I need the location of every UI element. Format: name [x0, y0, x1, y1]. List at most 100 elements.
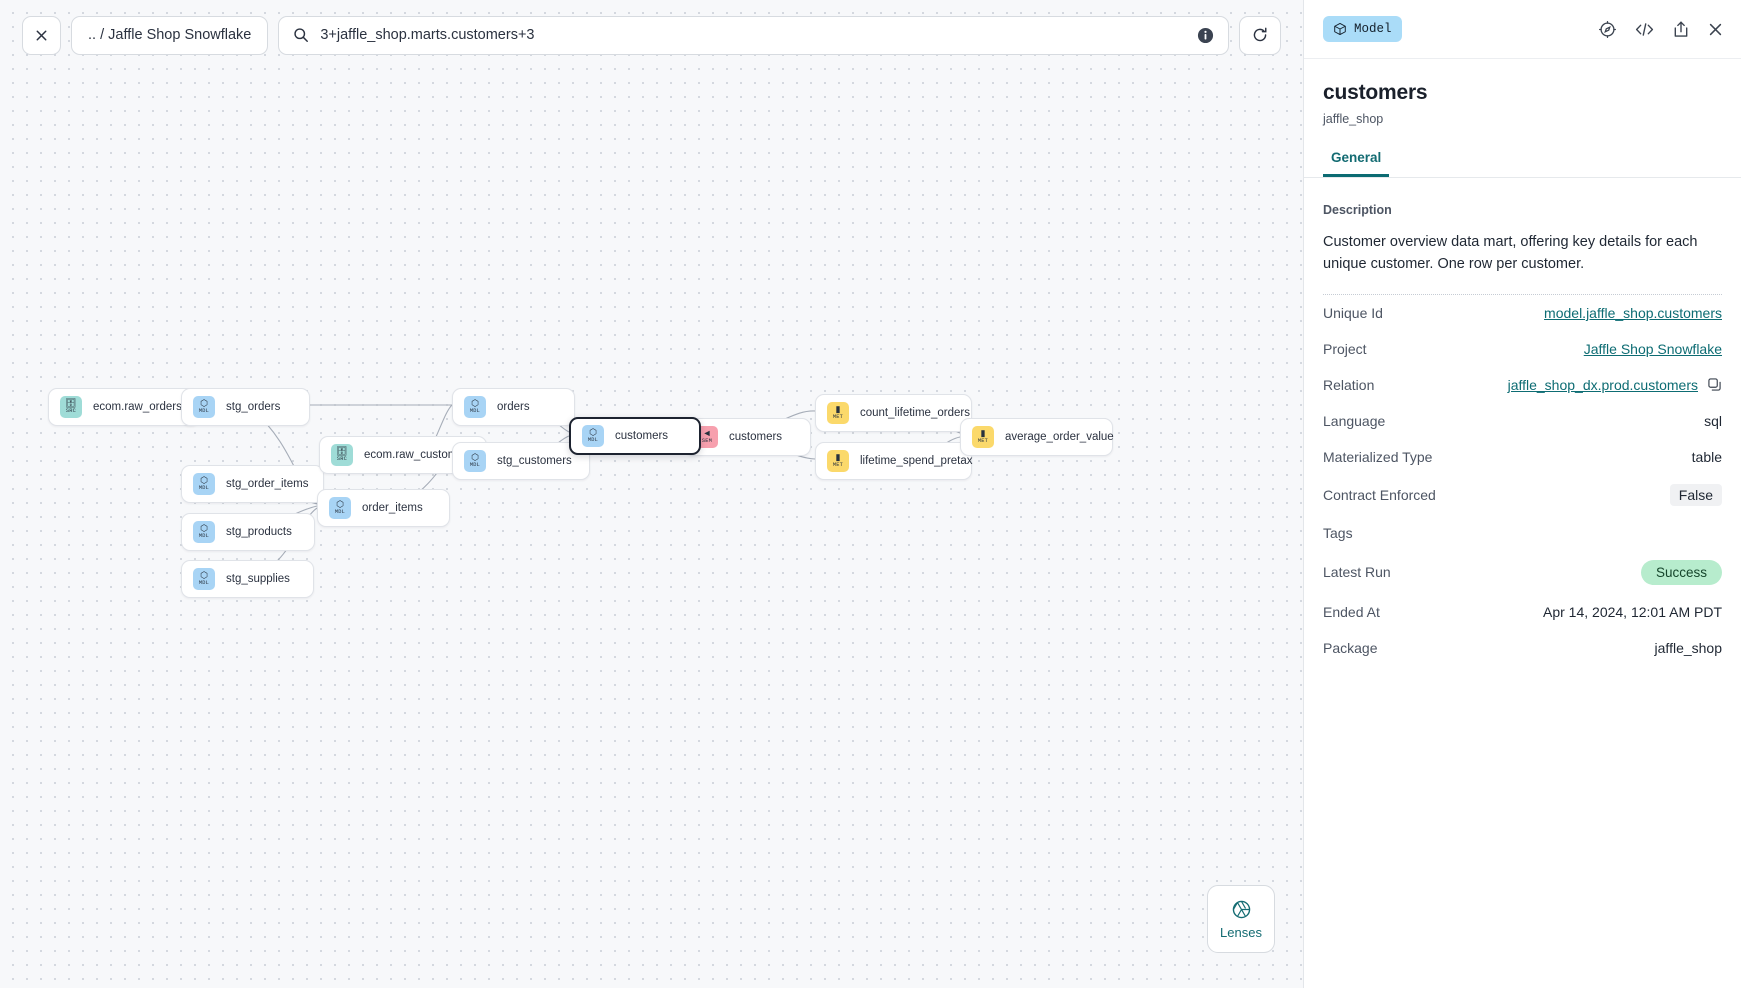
lineage-search[interactable]: 3+jaffle_shop.marts.customers+3: [278, 15, 1229, 55]
details-panel-header: Model: [1304, 0, 1741, 59]
met-badge-icon: ▮MET: [972, 426, 994, 448]
mdl-badge-icon: ⬡MDL: [582, 425, 604, 447]
field-value: False: [1669, 483, 1722, 506]
panel-tabs: General: [1304, 150, 1741, 178]
divider: [1323, 293, 1722, 295]
cube-icon: [1334, 22, 1346, 36]
lineage-node-label: count_lifetime_orders: [860, 407, 970, 419]
field-key: Latest Run: [1323, 564, 1391, 581]
lineage-node-label: ecom.raw_customers: [364, 449, 474, 461]
field-row: Unique Id model.jaffle_shop.customers: [1323, 295, 1722, 331]
aperture-icon: [1232, 900, 1250, 918]
mdl-badge-icon: ⬡MDL: [193, 521, 215, 543]
details-panel: Model: [1303, 0, 1741, 988]
refresh-icon: [1253, 27, 1267, 42]
mdl-badge-icon: ⬡MDL: [464, 450, 486, 472]
field-row: Contract Enforced False: [1323, 475, 1722, 515]
tab-general[interactable]: General: [1323, 150, 1390, 177]
panel-subtitle: jaffle_shop: [1323, 112, 1384, 126]
close-icon: [36, 30, 47, 40]
search-input[interactable]: 3+jaffle_shop.marts.customers+3: [320, 27, 535, 43]
panel-body: Description Customer overview data mart,…: [1304, 178, 1741, 988]
lineage-node-stg_products[interactable]: ⬡MDL stg_products: [181, 513, 315, 551]
description-text: Customer overview data mart, offering ke…: [1323, 234, 1698, 273]
field-key: Language: [1323, 412, 1386, 429]
share-icon[interactable]: [1672, 20, 1690, 39]
lineage-node-stg_customers[interactable]: ⬡MDL stg_customers: [452, 442, 590, 480]
field-row: Project Jaffle Shop Snowflake: [1323, 331, 1722, 367]
mdl-badge-icon: ⬡MDL: [193, 396, 215, 418]
breadcrumb-label: .. / Jaffle Shop Snowflake: [88, 27, 252, 43]
field-row: Language sql: [1323, 403, 1722, 439]
code-icon[interactable]: [1634, 20, 1655, 39]
lineage-node-label: stg_products: [226, 526, 292, 538]
lineage-node-label: customers: [615, 430, 669, 442]
close-graph-button[interactable]: [22, 15, 61, 55]
refresh-button[interactable]: [1239, 15, 1281, 55]
lineage-node-stg_order_items[interactable]: ⬡MDL stg_order_items: [181, 465, 324, 503]
lineage-node-label: stg_order_items: [226, 478, 309, 490]
lenses-label: Lenses: [1220, 924, 1262, 940]
lineage-toolbar: .. / Jaffle Shop Snowflake 3+jaffle_shop…: [0, 0, 1303, 70]
lenses-button[interactable]: Lenses: [1207, 885, 1275, 953]
breadcrumb[interactable]: .. / Jaffle Shop Snowflake: [71, 15, 269, 55]
compass-icon[interactable]: [1598, 20, 1617, 39]
panel-action-group: [1598, 20, 1724, 39]
src-badge-icon: 🗄SRC: [60, 396, 82, 418]
field-key: Unique Id: [1323, 304, 1383, 321]
resource-type-chip[interactable]: Model: [1323, 16, 1402, 42]
lineage-node-label: order_items: [362, 502, 423, 514]
field-key: Project: [1323, 340, 1367, 357]
field-key: Package: [1323, 639, 1378, 656]
field-value-link[interactable]: Jaffle Shop Snowflake: [1583, 340, 1722, 357]
close-panel-icon[interactable]: [1707, 21, 1724, 38]
page-title: customers: [1323, 81, 1428, 104]
lineage-node-label: lifetime_spend_pretax: [860, 455, 973, 467]
lineage-node-order_items[interactable]: ⬡MDL order_items: [317, 489, 450, 527]
mdl-badge-icon: ⬡MDL: [193, 473, 215, 495]
field-key: Tags: [1323, 524, 1353, 541]
resource-type-label: Model: [1354, 22, 1392, 36]
description-label: Description: [1323, 203, 1392, 217]
field-value: jaffle_shop: [1654, 639, 1722, 656]
mdl-badge-icon: ⬡MDL: [329, 497, 351, 519]
copy-icon[interactable]: [1707, 377, 1722, 392]
field-value-link[interactable]: model.jaffle_shop.customers: [1544, 304, 1722, 321]
panel-title-block: customers jaffle_shop: [1304, 59, 1741, 126]
src-badge-icon: 🗄SRC: [331, 444, 353, 466]
field-value: table: [1691, 448, 1722, 465]
field-value: sql: [1704, 412, 1722, 429]
lineage-node-label: customers: [729, 431, 783, 443]
lineage-node-customers_semantic[interactable]: ◄SEM customers: [684, 418, 811, 456]
lineage-node-customers_model[interactable]: ⬡MDL customers: [569, 417, 701, 455]
field-value: Apr 14, 2024, 12:01 AM PDT: [1543, 603, 1722, 620]
field-row: Materialized Type table: [1323, 439, 1722, 475]
met-badge-icon: ▮MET: [827, 402, 849, 424]
field-value-link[interactable]: jaffle_shop_dx.prod.customers: [1507, 376, 1698, 393]
field-row: Package jaffle_shop: [1323, 630, 1722, 666]
status-badge: Success: [1640, 559, 1722, 585]
lineage-node-label: orders: [497, 401, 530, 413]
lineage-node-ecom_raw_orders[interactable]: 🗄SRC ecom.raw_orders: [48, 388, 200, 426]
field-key: Ended At: [1323, 603, 1380, 620]
lineage-node-label: stg_orders: [226, 401, 281, 413]
lineage-node-label: ecom.raw_orders: [93, 401, 182, 413]
mdl-badge-icon: ⬡MDL: [193, 568, 215, 590]
lineage-node-label: stg_customers: [497, 455, 572, 467]
lineage-node-stg_orders[interactable]: ⬡MDL stg_orders: [181, 388, 310, 426]
search-icon: [294, 28, 309, 42]
info-icon[interactable]: [1197, 27, 1214, 44]
field-key: Materialized Type: [1323, 448, 1433, 465]
field-key: Relation: [1323, 376, 1375, 393]
sem-badge-icon: ◄SEM: [696, 426, 718, 448]
field-key: Contract Enforced: [1323, 486, 1436, 503]
field-row: Relation jaffle_shop_dx.prod.customers: [1323, 367, 1722, 403]
lineage-node-count_lifetime_orders[interactable]: ▮MET count_lifetime_orders: [815, 394, 972, 432]
